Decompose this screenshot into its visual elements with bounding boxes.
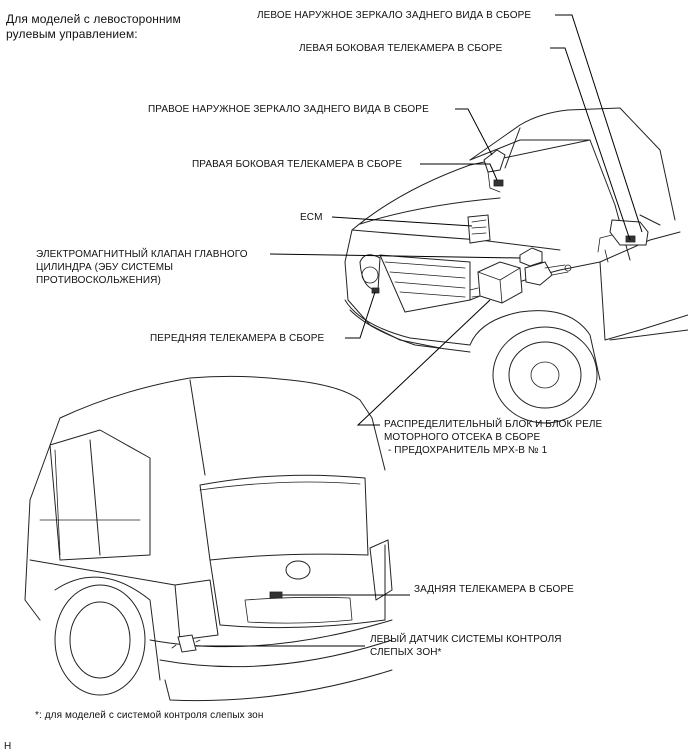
relay-block-line-2: МОТОРНОГО ОТСЕКА В СБОРЕ [384, 432, 541, 443]
leader-left-side-camera [550, 47, 631, 241]
right-side-camera-part [493, 179, 504, 187]
label-rear-camera: ЗАДНЯЯ ТЕЛЕКАМЕРА В СБОРЕ [414, 584, 574, 595]
front-vehicle-drawing [344, 107, 688, 424]
footnote: *: для моделей с системой контроля слепы… [35, 710, 264, 721]
leader-left-mirror [555, 14, 643, 233]
label-front-camera: ПЕРЕДНЯЯ ТЕЛЕКАМЕРА В СБОРЕ [150, 333, 325, 344]
ecm-part [467, 214, 491, 244]
corner-mark: H [4, 741, 12, 752]
leader-ecm [331, 216, 473, 227]
master-cylinder-line-2: ЦИЛИНДРА (ЭБУ СИСТЕМЫ [36, 262, 174, 273]
rear-camera-part [269, 591, 283, 599]
master-cylinder-valve-part [519, 247, 572, 286]
leader-master-cylinder [269, 253, 521, 259]
blind-spot-sensor-part [171, 634, 201, 653]
leader-right-side-camera [420, 163, 498, 181]
blind-spot-line-1: ЛЕВЫЙ ДАТЧИК СИСТЕМЫ КОНТРОЛЯ [370, 634, 562, 645]
front-camera-part [371, 287, 380, 294]
master-cylinder-line-3: ПРОТИВОСКОЛЬЖЕНИЯ) [36, 275, 161, 286]
heading-text: Для моделей с левосторонним рулевым упра… [6, 12, 181, 42]
label-right-mirror: ПРАВОЕ НАРУЖНОЕ ЗЕРКАЛО ЗАДНЕГО ВИДА В С… [148, 104, 429, 115]
right-mirror-part [483, 149, 506, 193]
relay-block-part [469, 261, 523, 304]
label-relay-block: РАСПРЕДЕЛИТЕЛЬНЫЙ БЛОК И БЛОК РЕЛЕ МОТОР… [384, 418, 602, 457]
leader-right-mirror [455, 108, 493, 156]
label-left-side-camera: ЛЕВАЯ БОКОВАЯ ТЕЛЕКАМЕРА В СБОРЕ [299, 43, 503, 54]
label-right-side-camera: ПРАВАЯ БОКОВАЯ ТЕЛЕКАМЕРА В СБОРЕ [192, 159, 403, 170]
heading-line-1: Для моделей с левосторонним [6, 12, 181, 26]
leader-lines [196, 14, 643, 647]
label-blind-spot-sensor: ЛЕВЫЙ ДАТЧИК СИСТЕМЫ КОНТРОЛЯ СЛЕПЫХ ЗОН… [370, 633, 562, 659]
rear-vehicle-drawing [24, 375, 393, 702]
label-left-mirror: ЛЕВОЕ НАРУЖНОЕ ЗЕРКАЛО ЗАДНЕГО ВИДА В СБ… [257, 10, 532, 21]
relay-block-line-1: РАСПРЕДЕЛИТЕЛЬНЫЙ БЛОК И БЛОК РЕЛЕ [384, 419, 603, 430]
relay-block-line-3: - ПРЕДОХРАНИТЕЛЬ MPX-B № 1 [388, 445, 548, 456]
label-master-cylinder-valve: ЭЛЕКТРОМАГНИТНЫЙ КЛАПАН ГЛАВНОГО ЦИЛИНДР… [36, 248, 248, 287]
leader-front-camera [345, 291, 376, 339]
blind-spot-line-2: СЛЕПЫХ ЗОН* [370, 647, 442, 658]
heading-line-2: рулевым управлением: [6, 27, 138, 41]
master-cylinder-line-1: ЭЛЕКТРОМАГНИТНЫЙ КЛАПАН ГЛАВНОГО [36, 249, 248, 260]
label-ecm: ECM [300, 212, 323, 223]
leader-relay-block [356, 299, 491, 426]
left-mirror-part [597, 219, 649, 263]
